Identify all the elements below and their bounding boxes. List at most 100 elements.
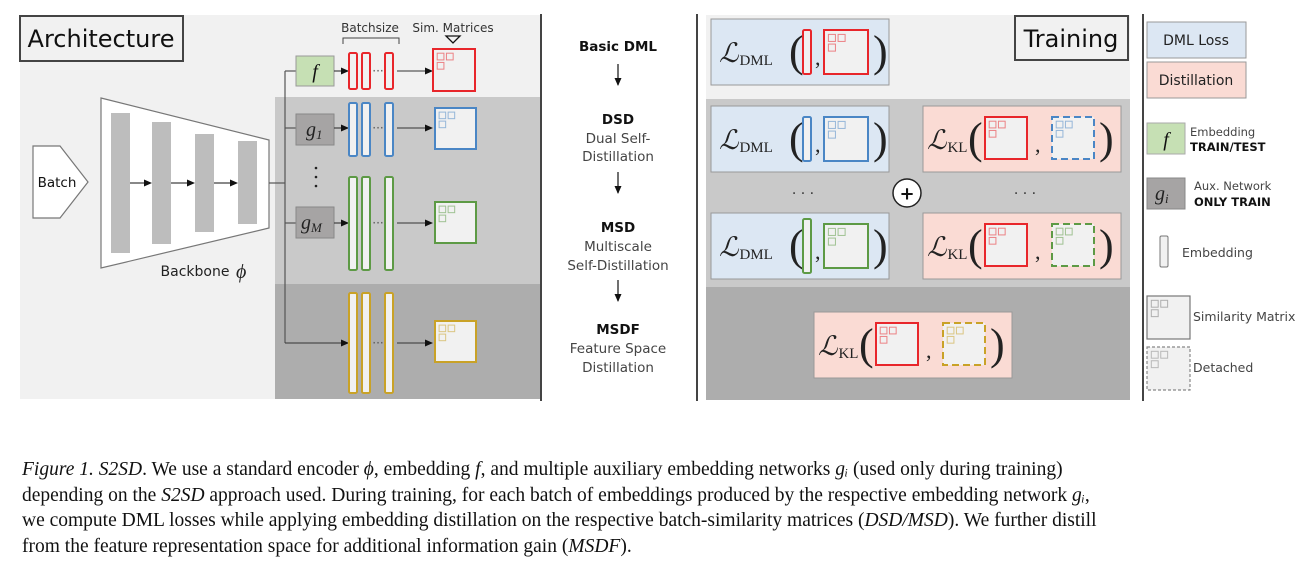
comma: , (1035, 239, 1041, 264)
training-title: Training (1023, 25, 1119, 53)
similarity-matrix-cell (438, 111, 447, 120)
similarity-matrix-frame (434, 201, 477, 244)
legend-similarity-matrix-label: Similarity Matrix (1193, 309, 1295, 324)
caption-text: from the feature representation space fo… (22, 535, 569, 557)
legend-detached-label: Detached (1193, 360, 1253, 375)
loss-symbol: ℒKL (818, 331, 858, 362)
similarity-matrix-cell (946, 335, 955, 344)
similarity-matrix-cell (988, 227, 997, 236)
backbone-label: Backbone (161, 264, 230, 280)
similarity-matrix-frame (942, 322, 986, 366)
caption-emphasis: S2SD (161, 484, 205, 506)
pipeline-step-msdf-desc: Feature Space (570, 341, 666, 357)
architecture-panel: Architecture Batch Backbone ϕ Batchsize … (19, 15, 540, 399)
legend-dml-loss-label: DML Loss (1163, 33, 1229, 49)
embedding-row-gM: ··· (334, 176, 477, 271)
embedding-vector (361, 52, 371, 90)
sim-matrix-feature (434, 320, 477, 363)
similarity-matrix-frame (823, 29, 869, 75)
kl-detached-matrix (1051, 116, 1095, 160)
embedding-vector (361, 292, 371, 394)
embedding-row-f: ··· (334, 48, 476, 92)
loss-symbol-main: ℒ (719, 125, 739, 155)
training-loss-terms: ℒDML(,)ℒDML(,)ℒKL(,)ℒDML(,)ℒKL(,)ℒKL(,) (710, 18, 1122, 379)
similarity-matrix-frame (432, 48, 476, 92)
similarity-matrix-cell (1055, 227, 1064, 236)
vertical-ellipsis-dot (314, 184, 318, 188)
batchsize-label: Batchsize (341, 21, 399, 35)
plus-sign: + (899, 184, 914, 205)
caption-emphasis: MSDF (568, 535, 621, 557)
loss-symbol: ℒDML (719, 125, 773, 156)
pipeline-step-msdf-desc: Distillation (582, 360, 654, 376)
horizontal-ellipsis: ··· (372, 336, 383, 350)
embedding-vector (361, 176, 371, 271)
s2sd-figure: Architecture Batch Backbone ϕ Batchsize … (19, 14, 1295, 401)
open-paren: ( (789, 114, 804, 163)
sim-matrix-g1 (434, 107, 477, 150)
caption-text: (used only during training) (848, 459, 1063, 480)
legend-similarity-matrix-icon (1146, 295, 1191, 340)
ellipsis-dml: · · · (792, 186, 814, 202)
legend: DML Loss Distillation f Embedding TRAIN/… (1146, 21, 1295, 391)
embedding-vector (384, 176, 394, 271)
vertical-ellipsis-dot (314, 166, 318, 170)
embedding-f-symbol: f (312, 61, 320, 83)
close-paren: ) (873, 114, 888, 163)
legend-detached-icon (1146, 346, 1191, 391)
open-paren: ( (859, 320, 874, 369)
kl-source-matrix (875, 322, 919, 366)
architecture-title-box (19, 15, 184, 62)
similarity-matrix-frame (1146, 346, 1191, 391)
similarity-matrix-cell (438, 324, 447, 333)
similarity-matrix-cell (997, 120, 1006, 129)
pipeline-step-msd-desc: Self-Distillation (567, 258, 668, 274)
similarity-matrix-frame (875, 322, 919, 366)
similarity-matrix-cell (888, 326, 897, 335)
legend-detached-matrix (1146, 346, 1191, 391)
embedding-row-feature: ··· (285, 292, 477, 394)
sim-matrix-f (432, 48, 476, 92)
batch-input-shape (32, 145, 89, 219)
legend-g-label-bottom: ONLY TRAIN (1194, 195, 1271, 209)
loss-symbol-main: ℒ (818, 331, 838, 361)
similarity-matrix-frame (434, 320, 477, 363)
legend-embedding-icon (1159, 235, 1169, 268)
legend-g-symbol: gi (1155, 183, 1169, 206)
caption-line: depending on the S2SD approach used. Dur… (22, 483, 1282, 509)
similarity-matrix-frame (1146, 295, 1191, 340)
kl-detached-matrix (1051, 223, 1095, 267)
dml-sim-matrix (823, 223, 869, 269)
similarity-matrix-cell (1055, 236, 1064, 245)
caption-text: approach used. During training, for each… (204, 484, 1072, 506)
similarity-matrix-cell (837, 227, 846, 236)
embedding-f-box (295, 55, 335, 87)
similarity-matrix-cell (438, 333, 447, 342)
loss-symbol: ℒDML (719, 232, 773, 263)
similarity-matrix-cell (827, 237, 836, 246)
legend-f-swatch (1146, 122, 1186, 155)
embedding-vector (348, 176, 358, 271)
similarity-matrix-cell (837, 33, 846, 42)
caption-text: , (1084, 484, 1090, 506)
dml-sim-matrix (823, 116, 869, 162)
caption-text: ). We further distill (947, 510, 1097, 531)
similarity-matrix-cell (827, 33, 836, 42)
legend-distillation-label: Distillation (1159, 73, 1234, 89)
legend-g-label-top: Aux. Network (1194, 179, 1272, 193)
caption-text: . We use a standard encoder (142, 459, 364, 480)
caption-line: from the feature representation space fo… (22, 534, 1282, 560)
legend-embedding-label: Embedding (1182, 245, 1253, 260)
similarity-matrix-cell (827, 120, 836, 129)
aux-network-g1-box (295, 113, 335, 146)
caption-text: we compute DML losses while applying emb… (22, 510, 865, 531)
loss-symbol: ℒKL (927, 232, 967, 263)
feature-row-background (275, 284, 540, 399)
batch-input-label: Batch (38, 175, 77, 191)
pipeline-step-basic-dml: Basic DML (579, 39, 657, 55)
sim-matrices-label: Sim. Matrices (412, 21, 493, 35)
legend-distillation-swatch (1146, 61, 1247, 99)
backbone-layer (195, 134, 214, 232)
horizontal-ellipsis: ··· (372, 64, 383, 78)
comma: , (926, 338, 932, 363)
